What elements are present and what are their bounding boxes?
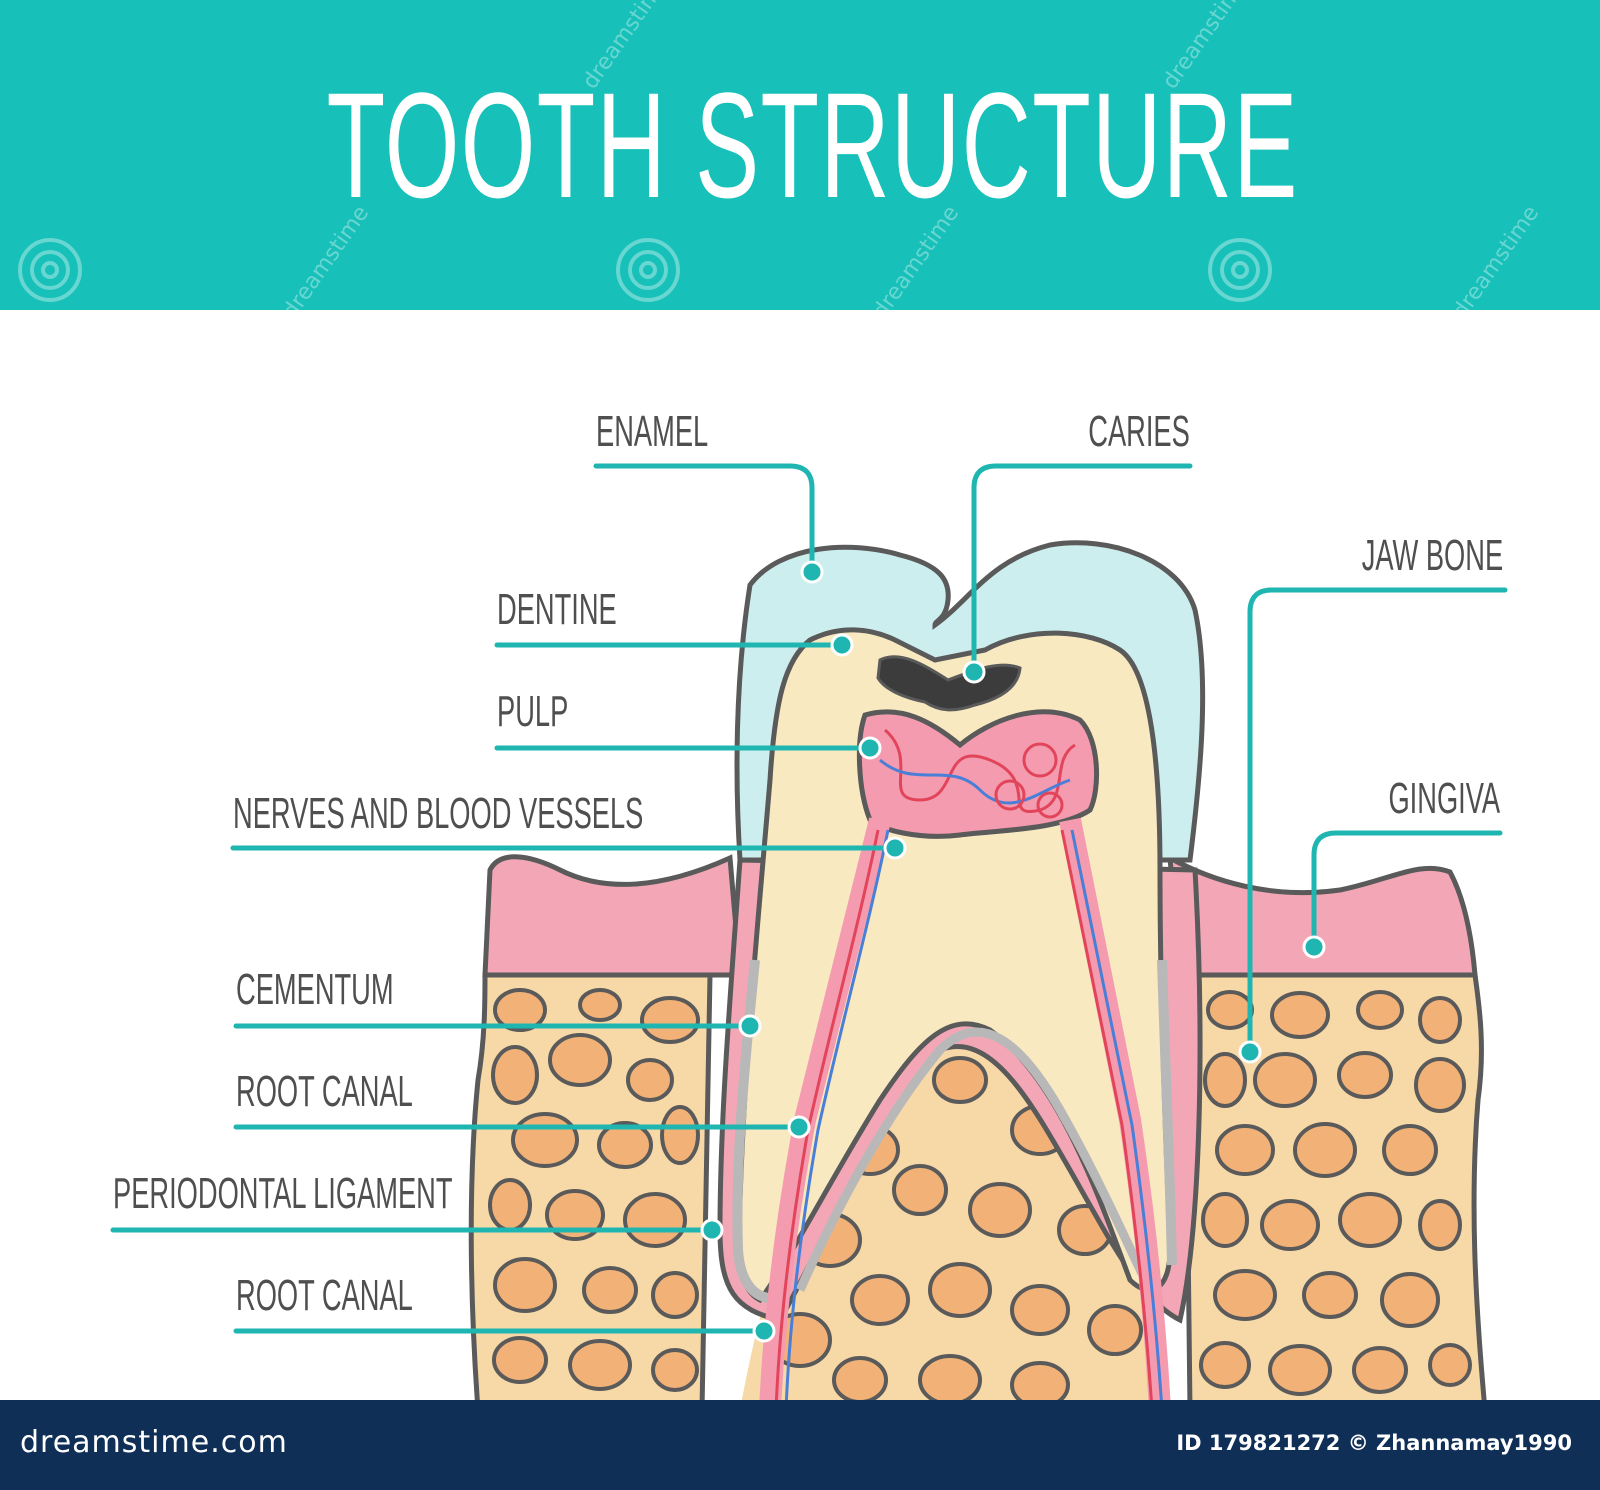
label-dentine: DENTINE [497,585,617,634]
tooth-diagram [110,463,1508,1400]
label-gingiva: GINGIVA [1388,774,1500,823]
gum-left [482,854,743,978]
footer-credit: ID 179821272 © Zhannamay1990 [1176,1431,1572,1455]
label-periodontal-ligament: PERIODONTAL LIGAMENT [113,1169,453,1218]
dot-nerves [883,836,907,860]
dot-periodontal [700,1218,724,1242]
dot-dentine [830,633,854,657]
label-enamel: ENAMEL [596,407,709,456]
leader-caries [971,463,1193,675]
title-banner: dreamstime dreamstime dreamstime dreamst… [0,0,1600,310]
page-title: TOOTH STRUCTURE [326,61,1299,229]
dot-cementum [738,1014,762,1038]
leader-gingiva [1311,830,1503,948]
inner-cementum [795,1027,1155,1293]
dot-enamel [800,560,824,584]
label-nerves-and-blood-vessels: NERVES AND BLOOD VESSELS [233,789,644,838]
leader-enamel [593,463,815,575]
dot-root-canal-2 [752,1319,776,1343]
stock-footer: dreamstime.com ID 179821272 © Zhannamay1… [0,1400,1600,1490]
label-pulp: PULP [497,687,569,736]
label-root-canal-lower: ROOT CANAL [236,1271,413,1320]
gum-right [1167,853,1478,978]
cementum-layer-right [1157,959,1177,1266]
watermark-logo-icon [18,238,1272,302]
bone-cells [488,988,1472,1400]
label-jaw-bone: JAW BONE [1361,531,1503,580]
leader-dots [700,560,1326,1343]
dot-gingiva [1302,935,1326,959]
leader-lines [110,463,1508,1334]
dot-caries [962,660,986,684]
label-cementum: CEMENTUM [236,965,394,1014]
label-caries: CARIES [1088,407,1190,456]
dot-pulp [858,736,882,760]
dot-root-canal-1 [787,1115,811,1139]
dot-jaw-bone [1238,1040,1262,1064]
leader-jaw-bone [1247,587,1508,1053]
footer-site-link[interactable]: dreamstime.com [20,1425,288,1460]
label-root-canal: ROOT CANAL [236,1067,413,1116]
watermark-logos [18,238,1272,302]
